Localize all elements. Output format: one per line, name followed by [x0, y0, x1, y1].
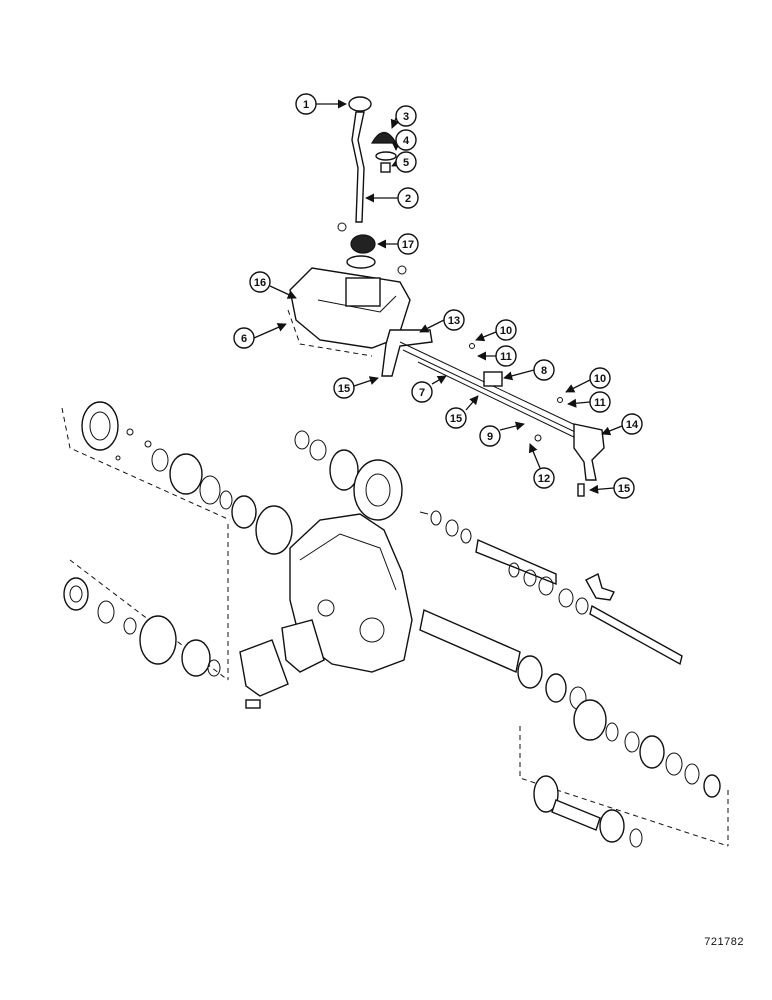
output-shaft-group — [519, 726, 729, 848]
figure-number: 721782 — [704, 936, 744, 948]
svg-text:1: 1 — [303, 99, 309, 111]
svg-text:10: 10 — [500, 325, 512, 337]
callout-12: 12 — [528, 443, 555, 489]
svg-text:9: 9 — [487, 431, 493, 443]
callout-15-right: 15 — [589, 477, 635, 499]
svg-text:6: 6 — [241, 333, 247, 345]
svg-text:10: 10 — [594, 373, 606, 385]
callout-8: 8 — [503, 359, 555, 381]
svg-text:2: 2 — [405, 193, 411, 205]
callout-15-left: 15 — [333, 376, 379, 399]
svg-text:5: 5 — [403, 157, 409, 169]
callout-13: 13 — [419, 309, 465, 333]
svg-text:11: 11 — [500, 351, 512, 363]
svg-text:14: 14 — [626, 419, 639, 431]
shift-rails-and-forks — [381, 329, 605, 497]
callout-1: 1 — [295, 93, 347, 115]
svg-text:15: 15 — [338, 383, 350, 395]
callout-2: 2 — [365, 187, 419, 209]
callout-4: 4 — [391, 129, 417, 151]
svg-text:4: 4 — [403, 135, 410, 147]
svg-text:15: 15 — [450, 413, 462, 425]
svg-text:17: 17 — [402, 239, 414, 251]
callout-5: 5 — [391, 151, 417, 173]
svg-text:3: 3 — [403, 111, 409, 123]
callout-10-upper: 10 — [475, 319, 517, 342]
svg-text:16: 16 — [254, 277, 266, 289]
shift-lever-assembly — [346, 96, 398, 269]
countershaft-gear-cluster — [294, 430, 683, 666]
callout-14: 14 — [601, 413, 643, 436]
svg-text:11: 11 — [594, 397, 606, 409]
svg-text:13: 13 — [448, 315, 460, 327]
callout-17: 17 — [377, 233, 419, 255]
lower-left-gear-group — [63, 524, 229, 681]
upper-left-gear-group — [61, 401, 293, 555]
svg-text:7: 7 — [419, 387, 425, 399]
callout-15-middle: 15 — [445, 395, 479, 429]
mainshaft-assembly — [419, 609, 721, 798]
callout-11-lower: 11 — [567, 391, 611, 413]
callout-10-lower: 10 — [565, 367, 611, 393]
svg-text:15: 15 — [618, 483, 630, 495]
callout-7: 7 — [411, 375, 447, 403]
callout-3: 3 — [390, 105, 417, 129]
transmission-case — [239, 513, 413, 709]
callout-6: 6 — [233, 323, 287, 349]
callout-9: 9 — [479, 421, 525, 447]
svg-text:8: 8 — [541, 365, 547, 377]
svg-text:12: 12 — [538, 473, 550, 485]
callout-16: 16 — [249, 271, 297, 299]
callout-11-upper: 11 — [477, 345, 517, 367]
